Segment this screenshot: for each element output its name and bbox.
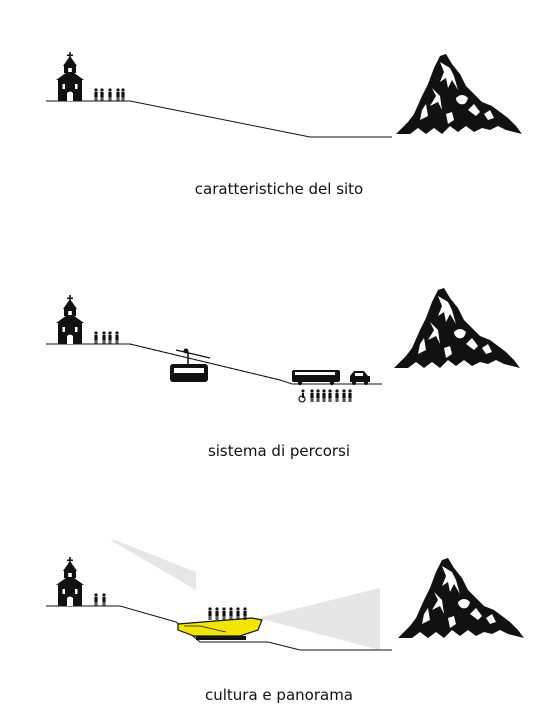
mountain-icon bbox=[394, 288, 520, 368]
viewing-platform-icon bbox=[177, 617, 263, 640]
panel-caption: caratteristiche del sito bbox=[194, 180, 364, 198]
terrain-profile-line bbox=[46, 605, 392, 651]
church-icon bbox=[56, 52, 84, 101]
panel-culture-panorama: cultura e panorama bbox=[0, 540, 558, 720]
terrain-profile-line bbox=[46, 100, 392, 138]
car-icon bbox=[350, 371, 370, 385]
view-cone-right bbox=[258, 588, 380, 650]
people-icon bbox=[94, 331, 119, 344]
church-icon bbox=[56, 557, 84, 606]
site-section-diagram bbox=[46, 52, 522, 138]
paths-section-diagram bbox=[46, 288, 520, 403]
terrain-profile-line bbox=[46, 343, 382, 385]
cable-line bbox=[129, 343, 281, 381]
panel-caption: sistema di percorsi bbox=[207, 442, 351, 460]
mountain-icon bbox=[398, 558, 524, 638]
church-icon bbox=[56, 295, 84, 344]
panorama-section-diagram bbox=[46, 540, 524, 651]
wheelchair-icon bbox=[298, 389, 306, 403]
mountain-icon bbox=[396, 54, 522, 134]
panel-caption: cultura e panorama bbox=[205, 686, 353, 704]
people-icon bbox=[310, 389, 352, 402]
panel-site-characteristics: caratteristiche del sito bbox=[0, 0, 558, 240]
people-icon bbox=[208, 607, 247, 620]
panel-path-system: sistema di percorsi bbox=[0, 260, 558, 480]
people-icon bbox=[94, 593, 106, 606]
view-cone-left bbox=[110, 540, 196, 590]
cable-car-icon bbox=[170, 348, 211, 382]
bus-icon bbox=[292, 370, 340, 386]
people-icon bbox=[94, 88, 125, 101]
